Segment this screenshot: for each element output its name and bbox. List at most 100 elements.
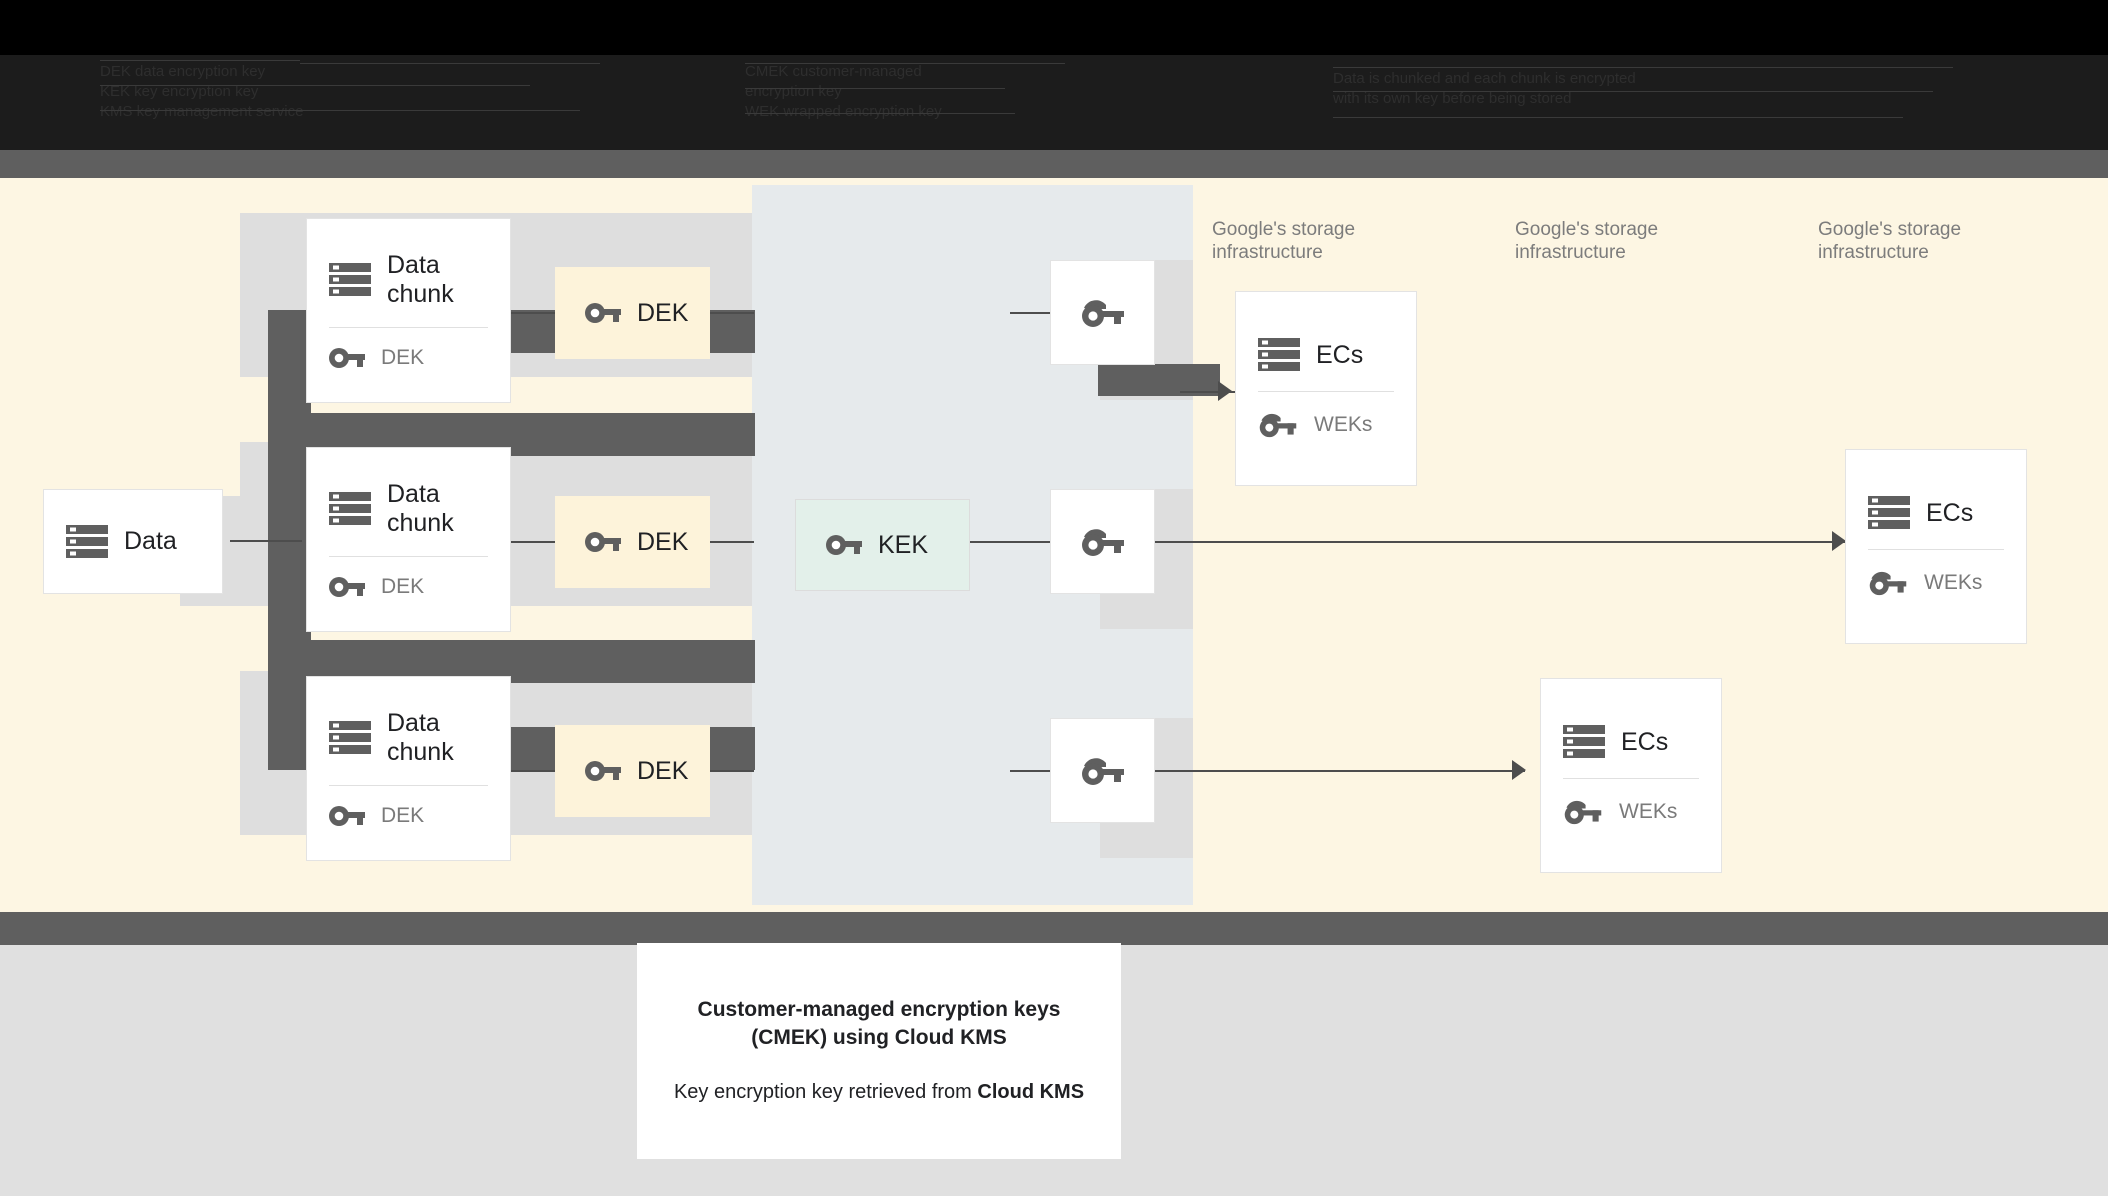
- caption-line-2-pre: Key encryption key retrieved from: [673, 1081, 978, 1103]
- connector-chunk1-to-dek: [510, 312, 555, 314]
- connector-to-wek3: [1010, 770, 1050, 772]
- card-dek-1[interactable]: DEK: [555, 267, 710, 359]
- legend-rule: [1333, 91, 1933, 92]
- connector-kek-to-wek2: [967, 541, 1012, 543]
- dek-3-label: DEK: [637, 756, 689, 785]
- ecs-1-key-label: WEKs: [1314, 413, 1373, 436]
- chunk-1-title: Data chunk: [387, 251, 454, 308]
- card-data-title: Data: [124, 527, 177, 555]
- ecs-3-title: ECs: [1621, 727, 1669, 756]
- caption-line-1: Customer-managed encryption keys (CMEK) …: [697, 998, 1061, 1049]
- kek-label: KEK: [878, 530, 929, 559]
- card-ecs-2[interactable]: ECs WEKs: [1845, 449, 2027, 644]
- key-icon: [329, 804, 365, 828]
- card-data-row: Data: [44, 524, 222, 560]
- connector-dek2-out: [709, 541, 754, 543]
- chunk-1-key-row: DEK: [307, 346, 510, 370]
- chunk-3-title-row: Data chunk: [307, 709, 510, 767]
- card-data-chunk-1[interactable]: Data chunk DEK: [306, 218, 511, 403]
- caption-box: Customer-managed encryption keys (CMEK) …: [637, 943, 1121, 1159]
- key-icon: [585, 530, 621, 554]
- legend-rule: [1333, 67, 1953, 68]
- connector-chunk2-to-dek: [510, 541, 555, 543]
- ecs-3-title-row: ECs: [1541, 724, 1721, 760]
- storage-label-1: Google's storage infrastructure: [1212, 219, 1356, 263]
- storage-icon: [1563, 724, 1605, 760]
- card-wek-3[interactable]: [1050, 718, 1155, 823]
- ecs-1-key-row: WEKs: [1236, 410, 1416, 440]
- connector-to-wek1: [1010, 312, 1050, 314]
- key-icon: [826, 533, 862, 557]
- storage-icon: [1258, 337, 1300, 373]
- legend-rule: [100, 60, 300, 61]
- connector-to-wek2: [1010, 541, 1050, 543]
- chunk-3-key-row: DEK: [307, 804, 510, 828]
- card-ecs-3[interactable]: ECs WEKs: [1540, 678, 1722, 873]
- header-black-bar: [0, 0, 2108, 55]
- caption-line-2: Key encryption key retrieved from Cloud …: [674, 1078, 1084, 1106]
- card-wek-2[interactable]: [1050, 489, 1155, 594]
- card-dek-3[interactable]: DEK: [555, 725, 710, 817]
- chunk-3-title: Data chunk: [387, 709, 454, 766]
- storage-icon: [329, 262, 371, 298]
- ecs-3-key-label: WEKs: [1619, 800, 1678, 823]
- ecs-2-key-row: WEKs: [1846, 568, 2026, 598]
- ecs-2-title-row: ECs: [1846, 495, 2026, 531]
- ecs-2-key-label: WEKs: [1924, 571, 1983, 594]
- card-wek-1[interactable]: [1050, 260, 1155, 365]
- arrow-line-row-1: [1180, 391, 1235, 393]
- storage-label-3: Google's storage infrastructure: [1818, 219, 1962, 263]
- storage-icon: [329, 491, 371, 527]
- connector-dek1-out: [709, 312, 754, 314]
- arrow-head-row-1: [1218, 381, 1232, 401]
- key-icon: [329, 346, 365, 370]
- legend-rule: [745, 113, 1015, 114]
- double-key-icon: [1258, 410, 1298, 440]
- header-legend-strip: DEK data encryption key KEK key encrypti…: [0, 55, 2108, 150]
- card-data-chunk-3[interactable]: Data chunk DEK: [306, 676, 511, 861]
- legend-column-3: Data is chunked and each chunk is encryp…: [1333, 70, 1636, 107]
- storage-icon: [1868, 495, 1910, 531]
- connector-dek3-out: [709, 770, 754, 772]
- double-key-icon: [1080, 754, 1126, 788]
- dek-2-label: DEK: [637, 527, 689, 556]
- dek-1-label: DEK: [637, 298, 689, 327]
- header-gray-band: [0, 150, 2108, 178]
- ecs-1-title-row: ECs: [1236, 337, 1416, 373]
- card-kek[interactable]: KEK: [795, 499, 970, 591]
- legend-rule: [100, 85, 530, 86]
- card-data-chunk-2[interactable]: Data chunk DEK: [306, 447, 511, 632]
- ecs-1-divider: [1258, 391, 1394, 392]
- legend-column-2: CMEK customer-managed encryption key WEK…: [745, 63, 942, 120]
- arrow-head-row-2: [1832, 531, 1846, 551]
- chunk-2-key-label: DEK: [381, 575, 425, 598]
- arrow-head-row-3: [1512, 760, 1526, 780]
- card-dek-2[interactable]: DEK: [555, 496, 710, 588]
- chunk-1-divider: [329, 327, 488, 328]
- double-key-icon: [1563, 797, 1603, 827]
- legend-rule: [100, 110, 580, 111]
- chunk-1-key-label: DEK: [381, 346, 425, 369]
- ecs-2-title: ECs: [1926, 498, 1974, 527]
- card-data[interactable]: Data: [43, 489, 223, 594]
- ecs-1-title: ECs: [1316, 340, 1364, 369]
- caption-line-2-bold: Cloud KMS: [977, 1081, 1085, 1103]
- storage-icon: [329, 720, 371, 756]
- legend-rule: [1333, 117, 1903, 118]
- double-key-icon: [1868, 568, 1908, 598]
- key-icon: [329, 575, 365, 599]
- ecs-3-divider: [1563, 778, 1699, 779]
- footer-dark-bar: [0, 912, 2108, 945]
- double-key-icon: [1080, 296, 1126, 330]
- chunk-2-title: Data chunk: [387, 480, 454, 537]
- card-ecs-1[interactable]: ECs WEKs: [1235, 291, 1417, 486]
- fanout-branch-bottom: [268, 640, 755, 683]
- storage-label-2: Google's storage infrastructure: [1515, 219, 1659, 263]
- connector-chunk3-to-dek: [510, 770, 555, 772]
- key-icon: [585, 759, 621, 783]
- storage-icon: [66, 524, 108, 560]
- chunk-3-key-label: DEK: [381, 804, 425, 827]
- ecs-3-key-row: WEKs: [1541, 797, 1721, 827]
- wek-dark-bar: [1098, 364, 1220, 396]
